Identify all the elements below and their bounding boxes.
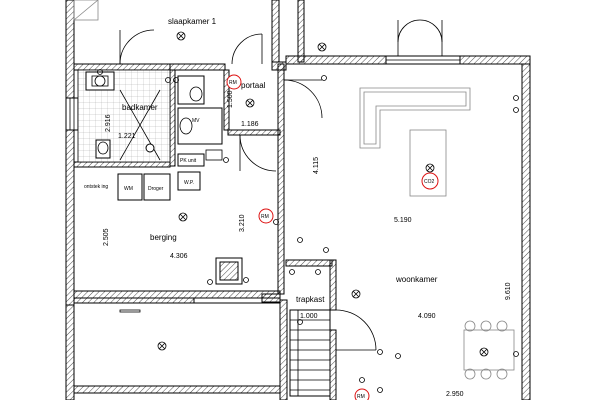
bathroom: [77, 69, 223, 163]
dim-berging-height: 2.505: [103, 228, 110, 246]
dim-trapkast-width: 1.000: [300, 313, 318, 320]
droger-label: Droger: [148, 186, 164, 192]
ceiling-lights: [157, 31, 489, 357]
room-slaapkamer1: slaapkamer 1: [168, 17, 217, 26]
appliances: WM Droger W.P. PK unit ontstek ing MV: [84, 118, 243, 285]
dryer: [143, 173, 171, 201]
wp-label: W.P.: [184, 180, 194, 186]
sink-label: ontstek ing: [84, 184, 108, 190]
dim-portaal-width: 1.186: [241, 121, 259, 128]
room-berging: berging: [150, 233, 177, 242]
washing-machine: [117, 173, 143, 201]
dim-corridor: 4.115: [313, 157, 320, 174]
svg-text:RM: RM: [261, 214, 269, 220]
svg-text:RM: RM: [357, 394, 365, 400]
rm-detector: RM: [258, 208, 274, 224]
svg-text:CO2: CO2: [424, 179, 435, 185]
pk-label: PK unit: [180, 158, 197, 164]
outlets: [97, 69, 519, 393]
pk-unit: [177, 153, 205, 167]
bottom-left-room: [73, 302, 281, 387]
dim-living-width-2: 4.090: [418, 313, 436, 320]
dim-bottom: 2.950: [446, 391, 464, 398]
dim-berging-width: 4.306: [170, 253, 188, 260]
mv-label: MV: [192, 118, 200, 124]
dim-living-width: 5.190: [394, 217, 412, 224]
wm-label: WM: [124, 186, 133, 192]
dim-living-height: 9.610: [505, 282, 512, 300]
furniture: [73, 0, 515, 380]
dim-badkamer-width: 2.916: [105, 114, 112, 132]
stairs: [289, 309, 331, 397]
rm-detector: RM: [354, 388, 370, 400]
co2-sensor: CO2: [421, 172, 439, 190]
rm-detector: RM: [226, 74, 242, 90]
room-trapkast: trapkast: [296, 295, 325, 304]
smoke-detectors: RM RM RM: [226, 74, 370, 400]
dim-berging-depth: 3.210: [239, 214, 246, 232]
windows: [65, 55, 461, 131]
dim-portaal-height: 1.500: [227, 90, 234, 108]
room-badkamer: badkamer: [122, 103, 158, 112]
room-woonkamer: woonkamer: [395, 275, 438, 284]
heat-pump: [177, 171, 201, 191]
dim-badkamer-depth: 1.221: [118, 133, 136, 140]
svg-text:RM: RM: [229, 80, 237, 86]
room-portaal: portaal: [241, 81, 266, 90]
